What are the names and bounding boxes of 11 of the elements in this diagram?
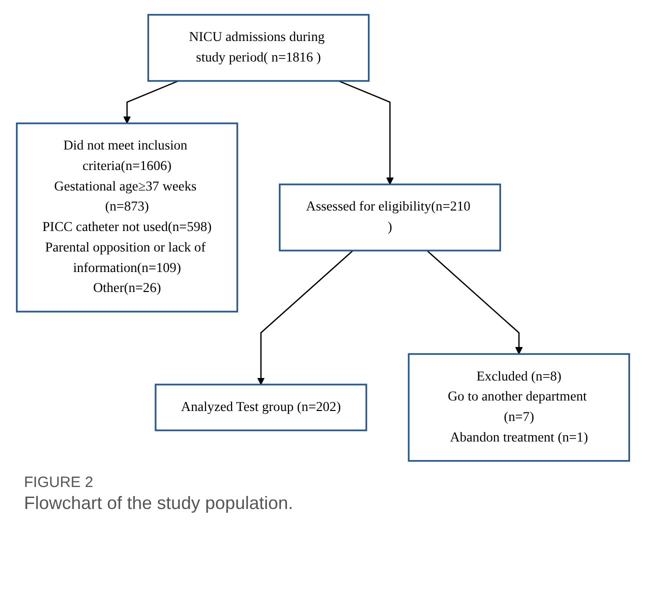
figure-label: FIGURE 2 (24, 474, 94, 491)
node-box: Excluded (n=8) Go to another department (n=7) Abandon treatment (n=1) (408, 353, 630, 462)
arrow (257, 250, 354, 385)
caption: Flowchart of the study population. (24, 492, 294, 514)
node-box: Assessed for eligibility(n=210 ) (278, 184, 502, 252)
node-box: Analyzed Test group (n=202) (154, 384, 368, 432)
arrow (426, 250, 523, 354)
node-box: NICU admissions during study period( n=1816 ) (147, 14, 370, 82)
node-box: Did not meet inclusion criteria(n=1606) Gestational age≥37 weeks (n=873) PICC catheter not used(n=598) Parental opposition or lack of information(n=109) Other(n=26) (16, 122, 238, 312)
arrow (338, 80, 394, 185)
arrow (123, 80, 179, 124)
